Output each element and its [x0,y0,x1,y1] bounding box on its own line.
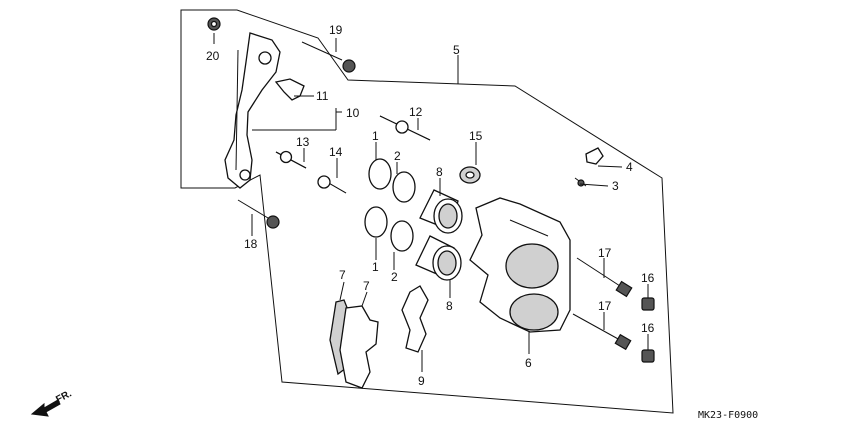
front-label: FR. [54,388,74,405]
label-17a: 17 [598,246,612,260]
pad-pin-plug-16b [641,349,655,363]
label-1b: 1 [372,260,379,274]
slide-pin-12 [379,115,431,141]
pad-spring-clip-11 [274,78,305,101]
piston-8b [415,235,462,281]
brake-pad-7b [339,305,379,389]
slide-pin-13 [275,150,307,169]
label-8a: 8 [436,165,443,179]
label-7b: 7 [363,279,370,293]
label-9: 9 [418,374,425,388]
leader-lines [213,33,649,372]
front-direction-arrow: FR. [30,388,74,417]
label-17b: 17 [598,299,612,313]
boot-15 [459,166,481,184]
caliper-bracket [224,32,281,189]
label-4: 4 [626,160,633,174]
pad-pin-17a [576,257,633,298]
label-5: 5 [453,43,460,57]
label-18: 18 [244,237,258,251]
label-8b: 8 [446,299,453,313]
diagram-code: MK23-F0900 [698,410,758,421]
label-6: 6 [525,356,532,370]
piston-8a [419,189,463,234]
label-19: 19 [329,23,343,37]
dust-seal-2a [392,171,416,203]
pad-spring-9 [401,285,429,353]
bolt-18 [237,199,280,229]
label-20: 20 [206,49,220,63]
label-16b: 16 [641,321,655,335]
label-3: 3 [612,179,619,193]
label-13: 13 [296,135,310,149]
label-15: 15 [469,129,483,143]
label-14: 14 [329,145,343,159]
bolt-19 [301,41,356,73]
caliper-body-6 [469,197,571,333]
label-16a: 16 [641,271,655,285]
piston-seal-1a [368,158,392,190]
dust-seal-2b [390,220,414,252]
pin-bolt-14 [317,175,347,194]
label-2a: 2 [394,149,401,163]
nut-20 [207,17,221,31]
label-7a: 7 [339,268,346,282]
bleeder-cap-4 [585,147,604,165]
pad-pin-17b [572,313,632,351]
label-12: 12 [409,105,423,119]
label-1a: 1 [372,129,379,143]
label-10: 10 [346,106,360,120]
pad-pin-plug-16a [641,297,655,311]
assembly-boundary [180,9,674,414]
label-11: 11 [316,89,329,103]
piston-seal-1b [364,206,388,238]
label-2b: 2 [391,270,398,284]
